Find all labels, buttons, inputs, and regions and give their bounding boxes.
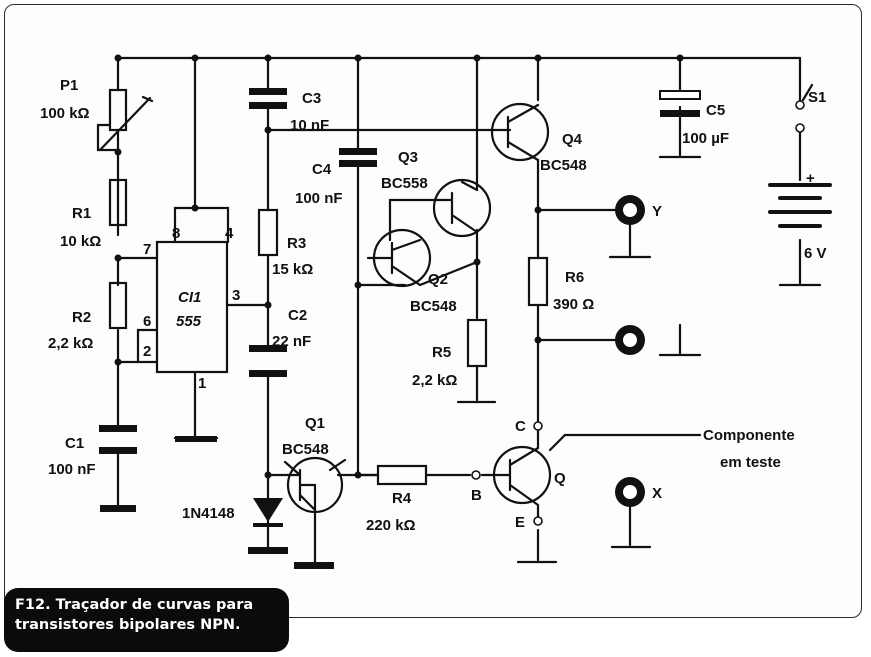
terminal-c-label: C xyxy=(515,418,526,435)
r4-value: 220 kΩ xyxy=(366,517,416,534)
q3-column-wire xyxy=(456,56,497,404)
r3-resistor xyxy=(257,208,279,257)
caption-line-2: transistores bipolares NPN. xyxy=(15,617,241,633)
r3-ref: R3 xyxy=(287,235,306,252)
c3-value: 10 nF xyxy=(290,117,329,134)
q3-ref: Q3 xyxy=(398,149,418,166)
jack-ground-wires xyxy=(608,218,702,549)
s1-contact xyxy=(795,100,805,110)
q2-value: BC548 xyxy=(410,298,457,315)
p1-value: 100 kΩ xyxy=(40,105,90,122)
p1-ref: P1 xyxy=(60,77,78,94)
terminal-b-label: B xyxy=(471,487,482,504)
pin-2: 2 xyxy=(143,343,151,360)
y-wire xyxy=(536,208,617,342)
pin-4: 4 xyxy=(225,225,234,242)
terminal-e-label: E xyxy=(515,514,525,531)
q1-ref: Q1 xyxy=(305,415,325,432)
ci1-chip xyxy=(155,240,229,374)
c2-capacitor xyxy=(249,345,287,352)
r2-value: 2,2 kΩ xyxy=(48,335,93,352)
c5-ref: C5 xyxy=(706,102,725,119)
r5-ref: R5 xyxy=(432,344,451,361)
figure-caption: F12. Traçador de curvas para transistore… xyxy=(4,588,289,652)
c1-ref: C1 xyxy=(65,435,84,452)
ci1-ref: CI1 xyxy=(178,289,201,306)
figure-frame xyxy=(4,4,862,618)
q3-value: BC558 xyxy=(381,175,428,192)
pin8-4-wire xyxy=(173,56,230,244)
c1-value: 100 nF xyxy=(48,461,96,478)
c4-column-wire xyxy=(336,56,407,477)
ci1-value: 555 xyxy=(176,313,202,330)
r5-value: 2,2 kΩ xyxy=(412,372,457,389)
battery-cells xyxy=(768,183,832,228)
terminal-e xyxy=(533,516,543,526)
r1-ref: R1 xyxy=(72,205,91,222)
c3-capacitor xyxy=(249,88,287,95)
battery-value: 6 V xyxy=(804,245,827,262)
q4-ref: Q4 xyxy=(562,131,583,148)
pin-3: 3 xyxy=(232,287,240,304)
r2-resistor xyxy=(108,281,128,330)
c4-capacitor xyxy=(339,148,377,155)
d1-value: 1N4148 xyxy=(182,505,235,522)
r6-ref: R6 xyxy=(565,269,584,286)
caption-line-1: F12. Traçador de curvas para xyxy=(15,597,254,613)
r5-resistor xyxy=(466,318,488,368)
dut-label-line2: em teste xyxy=(720,454,781,471)
terminal-x-label: X xyxy=(652,485,662,502)
r1-value: 10 kΩ xyxy=(60,233,101,250)
s1-ref: S1 xyxy=(808,89,826,106)
r4-resistor xyxy=(376,464,428,486)
terminal-y-label: Y xyxy=(652,203,662,220)
r1-resistor xyxy=(108,178,128,227)
battery-plus: + xyxy=(806,170,815,187)
terminal-b xyxy=(471,470,481,480)
c4-value: 100 nF xyxy=(295,190,343,207)
p1-wiper xyxy=(98,95,154,152)
d1-diode xyxy=(253,498,283,522)
q2-ref: Q2 xyxy=(428,271,448,288)
terminal-c xyxy=(533,421,543,431)
pin-1: 1 xyxy=(198,375,206,392)
c1-capacitor xyxy=(99,425,137,432)
r6-resistor xyxy=(527,256,549,307)
q3-transistor xyxy=(432,178,492,238)
q4-column-wire xyxy=(516,56,558,564)
r6-value: 390 Ω xyxy=(553,296,594,313)
r3-value: 15 kΩ xyxy=(272,261,313,278)
c3-ref: C3 xyxy=(302,90,321,107)
c4-ref: C4 xyxy=(312,161,332,178)
dut-label-line1: Componente xyxy=(703,427,795,444)
c2-ref: C2 xyxy=(288,307,307,324)
pin-6: 6 xyxy=(143,313,151,330)
c5-value: 100 µF xyxy=(682,130,729,147)
c5-capacitor xyxy=(660,110,700,117)
dut-ref: Q xyxy=(554,470,566,487)
p1-wiper-link xyxy=(96,123,120,152)
pin1-wire xyxy=(173,370,219,440)
q4-transistor xyxy=(490,102,550,162)
q1-value: BC548 xyxy=(282,441,329,458)
c2-value: 22 nF xyxy=(272,333,311,350)
q4-value: BC548 xyxy=(540,157,587,174)
dut-pointer xyxy=(548,433,702,452)
r2-ref: R2 xyxy=(72,309,91,326)
r4-ref: R4 xyxy=(392,490,412,507)
pin-7: 7 xyxy=(143,241,151,258)
pin-8: 8 xyxy=(172,225,180,242)
s1-wire xyxy=(778,56,822,287)
